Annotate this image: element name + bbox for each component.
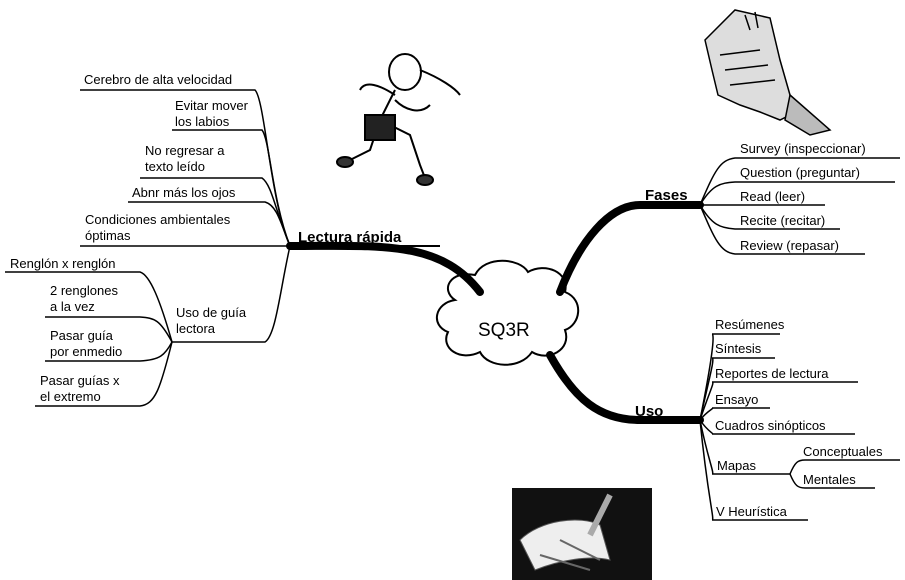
lectura-item: No regresar a texto leído (145, 143, 225, 174)
guia-item: Renglón x renglón (10, 256, 116, 271)
mapas-item: Mentales (803, 472, 856, 487)
fase-item: Review (repasar) (740, 238, 839, 253)
fase-item: Read (leer) (740, 189, 806, 204)
lectura-item: Evitar mover los labios (175, 98, 248, 129)
uso-item: Reportes de lectura (715, 366, 829, 381)
uso-item: Resúmenes (715, 317, 785, 332)
branch-fases: Fases (645, 187, 688, 204)
runner-girl-icon (336, 53, 461, 186)
lectura-item: Abnr más los ojos (132, 185, 236, 200)
center-label: SQ3R (478, 320, 530, 341)
branch-lectura-rapida: Lectura rápida (298, 229, 402, 246)
lectura-item: Cerebro de alta velocidad (84, 72, 233, 87)
lectura-item: Condiciones ambientales óptimas (85, 212, 231, 243)
fase-item: Survey (inspeccionar) (740, 141, 866, 156)
mapas-title: Mapas (717, 458, 757, 473)
guia-item: 2 renglones a la vez (50, 283, 118, 314)
fase-item: Recite (recitar) (740, 213, 826, 228)
quill-scroll-icon (512, 488, 652, 580)
guia-item: Pasar guías x el extremo (40, 373, 120, 404)
uso-item: V Heurística (716, 504, 787, 519)
rolled-papers-icon (704, 9, 832, 136)
guia-title: Uso de guía lectora (176, 305, 247, 336)
uso-item: Síntesis (715, 341, 762, 356)
mapas-item: Conceptuales (803, 444, 883, 459)
fase-item: Question (preguntar) (740, 165, 860, 180)
guia-item: Pasar guía por enmedio (50, 328, 123, 359)
uso-item: Cuadros sinópticos (715, 418, 826, 433)
branch-uso: Uso (635, 403, 664, 420)
center-cloud (436, 259, 580, 366)
uso-item: Ensayo (715, 392, 759, 407)
